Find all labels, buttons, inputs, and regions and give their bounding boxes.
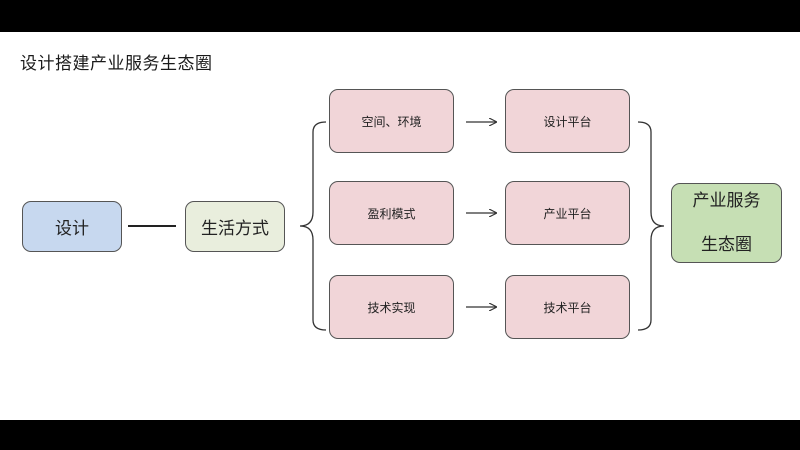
node-industry-platform: 产业平台 <box>505 181 630 245</box>
node-industry-ecosystem: 产业服务 生态圈 <box>671 183 782 263</box>
node-industry-platform-label: 产业平台 <box>543 206 592 221</box>
node-tech-platform: 技术平台 <box>505 275 630 339</box>
node-profit-model-label: 盈利模式 <box>367 206 416 221</box>
page-title: 设计搭建产业服务生态圈 <box>20 54 213 74</box>
node-lifestyle-label: 生活方式 <box>201 219 269 239</box>
node-ecosystem-line1: 产业服务 <box>692 191 761 211</box>
node-design-label: 设计 <box>55 219 89 239</box>
slide-canvas: 设计搭建产业服务生态圈 设计 生活方式 空间、环境 盈利模式 技术实现 设计平台 <box>0 32 800 420</box>
node-profit-model: 盈利模式 <box>329 181 454 245</box>
right-brace <box>637 121 665 331</box>
node-tech-implementation: 技术实现 <box>329 275 454 339</box>
connector-lines <box>128 32 665 331</box>
node-design-platform-label: 设计平台 <box>543 114 592 129</box>
node-tech-platform-label: 技术平台 <box>543 300 592 315</box>
node-lifestyle: 生活方式 <box>185 201 285 252</box>
node-ecosystem-line2: 生态圈 <box>701 235 752 255</box>
left-brace <box>299 121 327 331</box>
node-design: 设计 <box>22 201 122 252</box>
node-space-environment-label: 空间、环境 <box>361 114 422 129</box>
node-design-platform: 设计平台 <box>505 89 630 153</box>
node-space-environment: 空间、环境 <box>329 89 454 153</box>
node-tech-implementation-label: 技术实现 <box>367 300 416 315</box>
